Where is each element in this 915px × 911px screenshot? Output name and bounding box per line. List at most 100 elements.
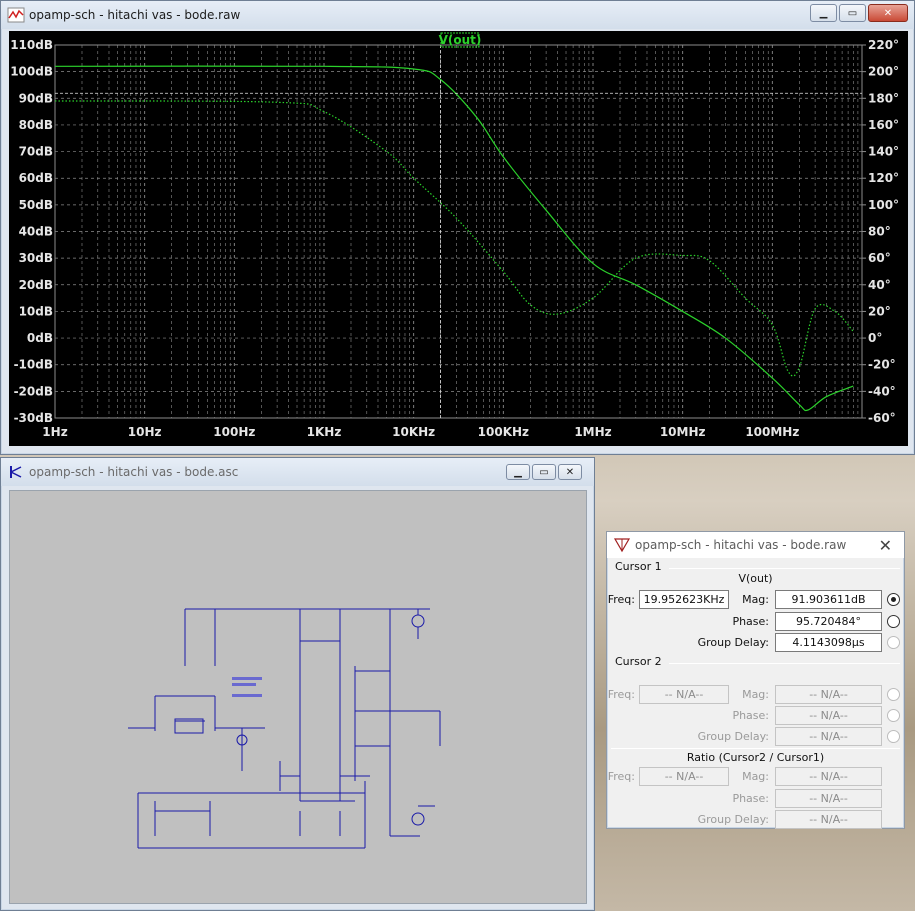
plot-cursor[interactable] [55,45,862,418]
trace-label[interactable]: V(out) [439,33,482,47]
cursor1-freq-field[interactable]: 19.952623KHz [639,590,729,609]
y-left-tick-label: 90dB [19,91,53,105]
schematic-app-icon [10,466,22,478]
cursor1-gd-label: Group Delay: [697,636,769,649]
cursor1-phase-radio[interactable] [887,615,900,628]
x-tick-label: 100MHz [745,425,799,439]
cursor1-mag-radio[interactable] [887,593,900,606]
cursor2-gd-field: -- N/A-- [775,727,882,746]
ratio-gd-label: Group Delay: [697,813,769,826]
y-right-tick-label: 120° [868,171,899,185]
y-left-tick-label: -30dB [14,411,53,425]
y-left-tick-label: 60dB [19,171,53,185]
y-right-tick-label: 20° [868,304,891,318]
close-button[interactable]: ✕ [868,4,908,22]
maximize-icon: ▭ [847,7,858,19]
y-right-tick-label: -60° [868,411,896,425]
cursor1-gd-field[interactable]: 4.1143098µs [775,633,882,652]
phase-trace [54,100,854,377]
y-left-tick-label: 0dB [27,331,53,345]
cursor2-mag-radio [887,688,900,701]
cursor1-freq-label: Freq: [607,593,635,606]
minimize-button[interactable]: ▁ [810,4,837,22]
x-tick-label: 1KHz [307,425,342,439]
y-left-tick-label: 70dB [19,145,53,159]
waveform-window-title: opamp-sch - hitachi vas - bode.raw [29,8,241,22]
y-right-tick-label: 140° [868,145,899,159]
x-tick-label: 10Hz [128,425,162,439]
cursor2-mag-label: Mag: [742,688,769,701]
cursor2-gd-radio [887,730,900,743]
y-left-tick-label: 100dB [10,65,53,79]
magnitude-trace [54,65,854,412]
schematic-window: opamp-sch - hitachi vas - bode.asc ▁ ▭ ✕ [0,457,595,911]
schematic-titlebar[interactable]: opamp-sch - hitachi vas - bode.asc ▁ ▭ ✕ [1,458,594,486]
cursor1-phase-label: Phase: [732,615,769,628]
schematic-window-title: opamp-sch - hitachi vas - bode.asc [29,465,239,479]
y-right-tick-label: 60° [868,251,891,265]
plot-grid [54,44,863,419]
cursor2-group-label: Cursor 2 [615,655,662,668]
ratio-phase-label: Phase: [732,792,769,805]
ratio-mag-label: Mag: [742,770,769,783]
cursor2-freq-label: Freq: [607,688,635,701]
schematic-minimize-button[interactable]: ▁ [506,464,530,480]
y-right-tick-label: 160° [868,118,899,132]
y-right-tick-label: 200° [868,65,899,79]
cursor2-gd-label: Group Delay: [697,730,769,743]
maximize-icon: ▭ [539,466,549,478]
waveform-titlebar[interactable]: opamp-sch - hitachi vas - bode.raw ▁ ▭ ✕ [1,1,914,29]
cursor1-group-label: Cursor 1 [615,560,662,573]
trace-label-box[interactable]: V(out) [439,32,482,48]
y-left-tick-label: 40dB [19,225,53,239]
schematic-close-button[interactable]: ✕ [558,464,582,480]
cursor1-mag-label: Mag: [742,593,769,606]
cursor2-phase-radio [887,709,900,722]
cursor-app-icon [613,538,631,553]
ratio-phase-field: -- N/A-- [775,789,882,808]
cursor-dialog: opamp-sch - hitachi vas - bode.raw ✕ Cur… [606,531,905,829]
y-left-tick-label: 50dB [19,198,53,212]
y-left-tick-label: 20dB [19,278,53,292]
waveform-window: opamp-sch - hitachi vas - bode.raw ▁ ▭ ✕… [0,0,915,455]
x-tick-label: 1Hz [42,425,67,439]
close-icon: ✕ [565,466,575,478]
ratio-gd-field: -- N/A-- [775,810,882,829]
y-left-tick-label: 80dB [19,118,53,132]
cursor2-mag-field: -- N/A-- [775,685,882,704]
y-left-tick-label: -10dB [14,358,53,372]
y-right-tick-label: -40° [868,384,896,398]
cursor-dialog-titlebar[interactable]: opamp-sch - hitachi vas - bode.raw ✕ [607,532,904,558]
x-tick-label: 100KHz [478,425,529,439]
plot-series [54,65,854,412]
y-right-tick-label: 0° [868,331,882,345]
close-icon: ✕ [883,7,893,19]
cursor1-phase-field[interactable]: 95.720484° [775,612,882,631]
schematic-drawing[interactable] [10,491,588,905]
x-tick-label: 10KHz [392,425,435,439]
cursor2-freq-field: -- N/A-- [639,685,729,704]
schematic-canvas[interactable] [9,490,587,904]
y-right-tick-label: 80° [868,225,891,239]
ratio-mag-field: -- N/A-- [775,767,882,786]
maximize-button[interactable]: ▭ [839,4,866,22]
x-tick-label: 1MHz [574,425,611,439]
cursor1-mag-field[interactable]: 91.903611dB [775,590,882,609]
cursor1-trace-name: V(out) [738,572,773,585]
schematic-maximize-button[interactable]: ▭ [532,464,556,480]
minimize-icon: ▁ [819,7,828,19]
y-left-tick-label: 30dB [19,251,53,265]
y-left-tick-label: -20dB [14,384,53,398]
y-right-tick-label: 100° [868,198,899,212]
ratio-freq-field: -- N/A-- [639,767,729,786]
cursor2-phase-field: -- N/A-- [775,706,882,725]
cursor1-gd-radio[interactable] [887,636,900,649]
y-right-tick-label: 40° [868,278,891,292]
cursor-dialog-close-icon[interactable]: ✕ [878,536,892,555]
cursor2-phase-label: Phase: [732,709,769,722]
y-left-tick-label: 10dB [19,304,53,318]
x-tick-label: 100Hz [213,425,255,439]
